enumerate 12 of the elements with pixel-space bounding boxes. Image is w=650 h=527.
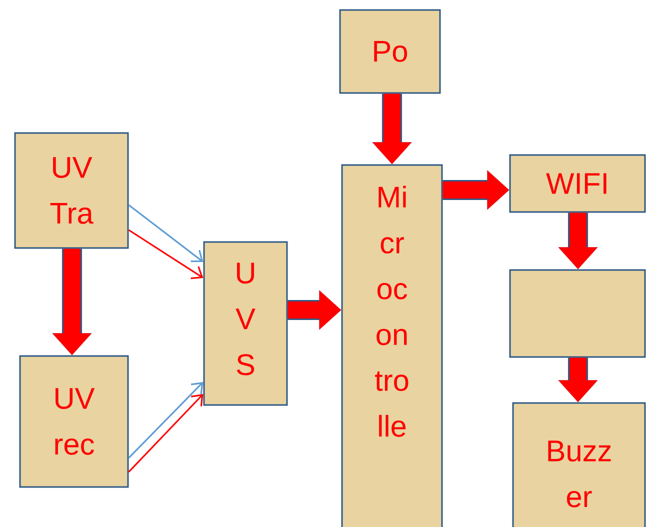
arrow	[128, 382, 204, 459]
arrow	[128, 204, 204, 262]
block-box: UV Tra	[14, 132, 129, 249]
arrow	[128, 394, 204, 473]
block-box: WIFI	[509, 154, 646, 213]
block-box: Buzz er	[512, 402, 646, 527]
block-box: UV rec	[19, 355, 129, 488]
block-box	[509, 269, 646, 358]
arrow	[128, 229, 204, 280]
block-box: U V S	[203, 241, 288, 406]
block-box: Mi cr oc on tro lle	[341, 164, 443, 527]
block-box: Po	[339, 9, 441, 94]
